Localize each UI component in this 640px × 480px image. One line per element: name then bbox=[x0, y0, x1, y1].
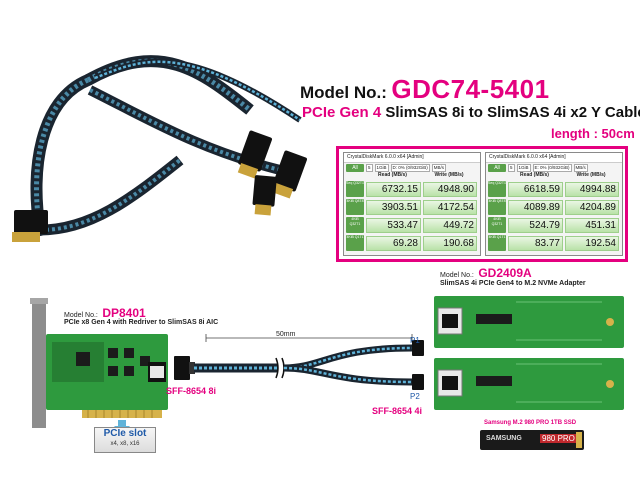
benchmark-toolbar: All 5 1GiB D: 0% (0/932GiB) MB/s bbox=[344, 163, 480, 172]
product-description: PCIe Gen 4 SlimSAS 8i to SlimSAS 4i x2 Y… bbox=[302, 104, 640, 121]
port-p2-label: P2 bbox=[410, 392, 420, 401]
write-value: 4204.89 bbox=[565, 199, 619, 215]
pcie-slot-label: PCIe slot x4, x8, x16 bbox=[94, 427, 156, 453]
size-select[interactable]: 1GiB bbox=[516, 163, 531, 172]
read-value: 533.47 bbox=[366, 217, 421, 233]
benchmark-window-2: CrystalDiskMark 6.0.0 x64 [Admin] All 5 … bbox=[485, 152, 623, 256]
pcie-slot-widths: x4, x8, x16 bbox=[110, 441, 140, 447]
test-button[interactable]: 4KiB Q8T8 bbox=[488, 199, 506, 215]
window-title: CrystalDiskMark 6.0.0 x64 [Admin] bbox=[486, 153, 622, 163]
aic-description: PCIe x8 Gen 4 with Redriver to SlimSAS 8… bbox=[64, 319, 219, 326]
aic-model-label: Model No.: bbox=[64, 312, 98, 319]
read-value: 6732.15 bbox=[366, 181, 421, 197]
write-header: Write (MB/s) bbox=[576, 172, 606, 178]
cable-length: length : 50cm bbox=[551, 126, 635, 141]
model-title: Model No.: GDC74-5401 bbox=[300, 74, 640, 105]
write-value: 4994.88 bbox=[565, 181, 619, 197]
all-button[interactable]: All bbox=[346, 163, 364, 172]
y-cable-diagram bbox=[174, 334, 424, 390]
count-select[interactable]: 5 bbox=[366, 163, 373, 172]
write-header: Write (MB/s) bbox=[434, 172, 464, 178]
adapter-model-label: Model No.: bbox=[440, 272, 474, 279]
test-button[interactable]: 4KiB Q32T1 bbox=[346, 217, 364, 233]
sff-8i-label: SFF-8654 8i bbox=[166, 386, 217, 396]
read-value: 4089.89 bbox=[508, 199, 563, 215]
column-headers: Read (MB/s) Write (MB/s) bbox=[344, 172, 480, 180]
unit-select[interactable]: MB/s bbox=[573, 163, 588, 172]
test-button[interactable]: 4KiB Q1T1 bbox=[346, 235, 364, 251]
read-header: Read (MB/s) bbox=[520, 172, 549, 178]
read-value: 3903.51 bbox=[366, 199, 421, 215]
read-value: 69.28 bbox=[366, 235, 421, 251]
desc-pcie-gen: PCIe Gen 4 bbox=[302, 104, 382, 121]
model-label: Model No.: bbox=[300, 83, 387, 102]
ssd-brand: SAMSUNG bbox=[486, 435, 522, 442]
ssd-caption: Samsung M.2 980 PRO 1TB SSD bbox=[484, 420, 577, 426]
write-value: 449.72 bbox=[423, 217, 477, 233]
ssd-gold-fingers bbox=[576, 432, 582, 448]
port-p1-label: P1 bbox=[410, 336, 420, 345]
write-value: 451.31 bbox=[565, 217, 619, 233]
write-value: 192.54 bbox=[565, 235, 619, 251]
write-value: 190.68 bbox=[423, 235, 477, 251]
write-value: 4172.54 bbox=[423, 199, 477, 215]
pcie-slot-title: PCIe slot bbox=[103, 428, 147, 439]
test-button[interactable]: 4KiB Q1T1 bbox=[488, 235, 506, 251]
benchmark-toolbar: All 5 1GiB E: 0% (0/932GiB) MB/s bbox=[486, 163, 622, 172]
cable-photo bbox=[12, 55, 307, 242]
aic-model-number: DP8401 bbox=[102, 306, 146, 320]
result-row: 4KiB Q1T1 69.28 190.68 bbox=[344, 234, 480, 252]
column-headers: Read (MB/s) Write (MB/s) bbox=[486, 172, 622, 180]
drive-select[interactable]: E: 0% (0/932GiB) bbox=[532, 163, 572, 172]
aic-card-image bbox=[30, 298, 168, 434]
adapter-boards-image bbox=[434, 296, 624, 410]
result-row: 4KiB Q1T1 83.77 192.54 bbox=[486, 234, 622, 252]
sff-4i-label: SFF-8654 4i bbox=[372, 406, 423, 416]
test-button[interactable]: Seq Q32T1 bbox=[488, 181, 506, 197]
result-row: 4KiB Q8T8 4089.89 4204.89 bbox=[486, 198, 622, 216]
all-button[interactable]: All bbox=[488, 163, 506, 172]
ssd-image: SAMSUNG 980 PRO bbox=[480, 430, 584, 450]
read-value: 6618.59 bbox=[508, 181, 563, 197]
test-button[interactable]: 4KiB Q32T1 bbox=[488, 217, 506, 233]
ssd-model: 980 PRO bbox=[540, 434, 577, 443]
test-button[interactable]: Seq Q32T1 bbox=[346, 181, 364, 197]
result-row: Seq Q32T1 6732.15 4948.90 bbox=[344, 180, 480, 198]
test-button[interactable]: 4KiB Q8T8 bbox=[346, 199, 364, 215]
benchmark-window-1: CrystalDiskMark 6.0.0 x64 [Admin] All 5 … bbox=[343, 152, 481, 256]
unit-select[interactable]: MB/s bbox=[431, 163, 447, 172]
result-row: 4KiB Q8T8 3903.51 4172.54 bbox=[344, 198, 480, 216]
result-row: Seq Q32T1 6618.59 4994.88 bbox=[486, 180, 622, 198]
benchmark-panel: CrystalDiskMark 6.0.0 x64 [Admin] All 5 … bbox=[336, 146, 628, 262]
cable-length-label: 50mm bbox=[276, 331, 296, 338]
desc-cable-type: SlimSAS 8i to SlimSAS 4i x2 Y Cable bbox=[385, 104, 640, 121]
adapter-model: Model No.: GD2409A bbox=[440, 264, 532, 282]
model-number: GDC74-5401 bbox=[391, 74, 550, 104]
read-value: 83.77 bbox=[508, 235, 563, 251]
size-select[interactable]: 1GiB bbox=[374, 163, 389, 172]
aic-model: Model No.: DP8401 bbox=[64, 304, 146, 322]
count-select[interactable]: 5 bbox=[508, 163, 515, 172]
drive-select[interactable]: D: 0% (0/932GiB) bbox=[390, 163, 430, 172]
result-row: 4KiB Q32T1 533.47 449.72 bbox=[344, 216, 480, 234]
write-value: 4948.90 bbox=[423, 181, 477, 197]
window-title: CrystalDiskMark 6.0.0 x64 [Admin] bbox=[344, 153, 480, 163]
adapter-model-number: GD2409A bbox=[478, 266, 532, 280]
read-header: Read (MB/s) bbox=[378, 172, 407, 178]
read-value: 524.79 bbox=[508, 217, 563, 233]
adapter-description: SlimSAS 4i PCIe Gen4 to M.2 NVMe Adapter bbox=[440, 280, 586, 287]
result-row: 4KiB Q32T1 524.79 451.31 bbox=[486, 216, 622, 234]
